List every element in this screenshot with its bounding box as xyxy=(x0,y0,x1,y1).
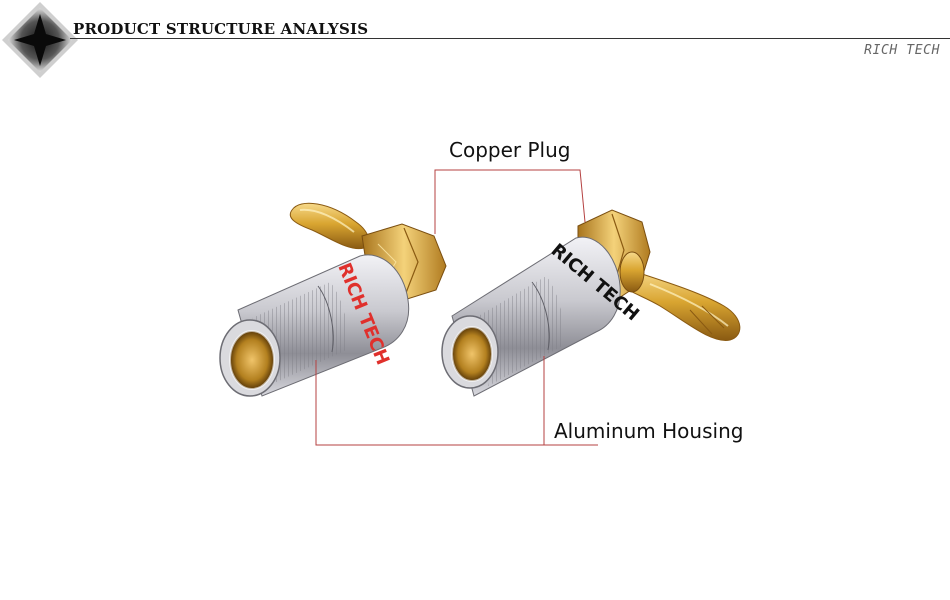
page-title: PRODUCT STRUCTURE ANALYSIS xyxy=(73,20,369,38)
brand-name: RICH TECH xyxy=(864,43,940,58)
left-banana-plug: RICH TECH xyxy=(219,202,447,397)
diamond-star-icon xyxy=(2,2,78,78)
page-header: PRODUCT STRUCTURE ANALYSIS RICH TECH xyxy=(0,0,950,80)
header-divider xyxy=(70,38,950,39)
copper-plug-label: Copper Plug xyxy=(449,138,571,162)
right-copper-pin xyxy=(621,269,741,341)
aluminum-housing-label: Aluminum Housing xyxy=(554,419,744,443)
copper-plug-callout-lines xyxy=(434,169,586,234)
left-copper-pin xyxy=(289,202,370,250)
left-aluminum-housing: RICH TECH xyxy=(219,254,410,397)
aluminum-housing-callout-lines xyxy=(315,356,598,446)
right-aluminum-housing: RICH TECH xyxy=(441,236,643,397)
right-banana-plug: RICH TECH xyxy=(441,209,741,397)
